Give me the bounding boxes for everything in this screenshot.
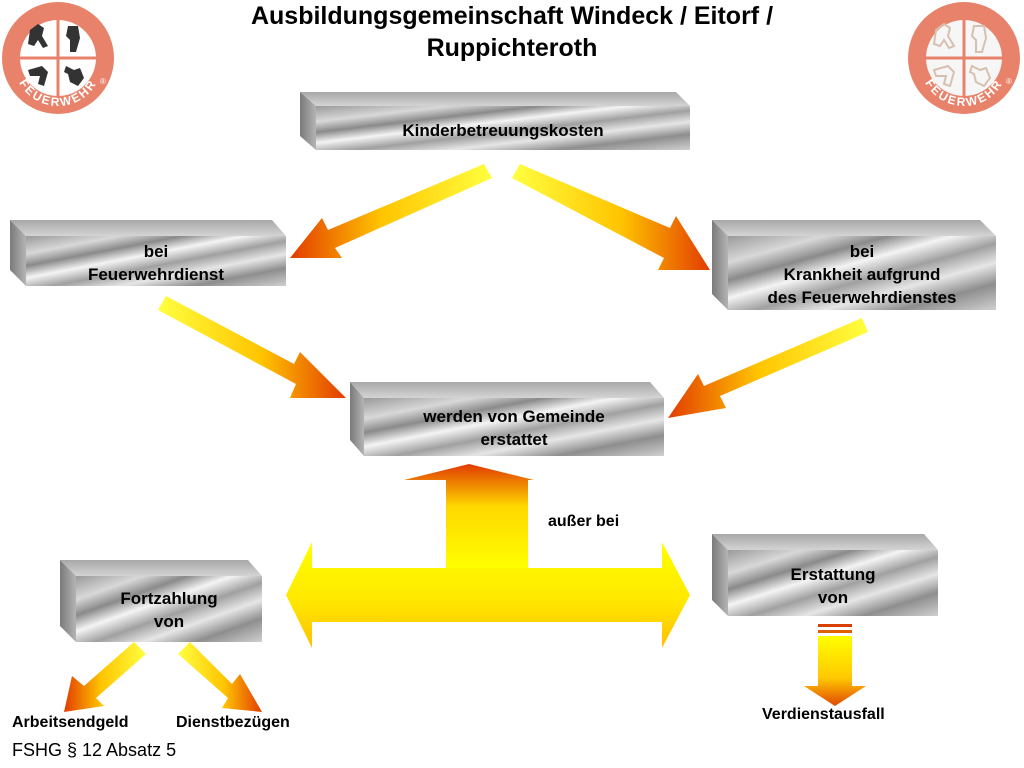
gemeinde-line-2: erstattet xyxy=(480,430,548,449)
krankheit-line-3: des Feuerwehrdienstes xyxy=(767,288,957,307)
logo-right-registered: ® xyxy=(1006,77,1012,86)
feuerwehrdienst-line-1: bei xyxy=(143,242,169,261)
feuerwehr-logo-right: FEUERWEHR ® xyxy=(908,2,1020,114)
box-gemeinde xyxy=(350,382,664,456)
erstattung-line-1: Erstattung xyxy=(790,565,876,584)
box-erstattung-text: Erstattung von xyxy=(728,563,938,609)
label-arbeitsendgeld: Arbeitsendgeld xyxy=(12,714,129,731)
label-dienstbezuegen: Dienstbezügen xyxy=(176,714,290,731)
feuerwehr-logo-left: FEUERWEHR ® xyxy=(2,2,114,114)
gemeinde-line-1: werden von Gemeinde xyxy=(423,407,605,426)
arrow-horizontal-double xyxy=(286,542,690,648)
arrow-erstattung-to-verdienstausfall xyxy=(804,624,866,706)
krankheit-line-2: Krankheit aufgrund xyxy=(783,265,941,284)
krankheit-line-1: bei xyxy=(849,242,875,261)
arrow-kinder-to-krankheit xyxy=(512,164,710,270)
box-feuerwehrdienst xyxy=(10,220,286,286)
box-krankheit xyxy=(712,220,996,310)
title-line-1: Ausbildungsgemeinschaft Windeck / Eitorf… xyxy=(250,2,774,30)
arrow-up-to-gemeinde xyxy=(404,464,534,570)
arrow-krankheit-to-gemeinde xyxy=(668,318,868,418)
arrow-fortzahlung-to-dienstbezuegen xyxy=(178,642,262,712)
kinderbetreuung-line-1: Kinderbetreuungskosten xyxy=(402,121,604,140)
box-gemeinde-text: werden von Gemeinde erstattet xyxy=(364,405,664,451)
footer-reference: FSHG § 12 Absatz 5 xyxy=(12,740,177,760)
box-erstattung xyxy=(712,534,938,616)
title-line-2: Ruppichteroth xyxy=(426,34,598,62)
logo-left-registered: ® xyxy=(100,77,106,86)
label-verdienstausfall: Verdienstausfall xyxy=(762,706,885,723)
erstattung-line-2: von xyxy=(817,588,849,607)
label-ausser-bei: außer bei xyxy=(548,513,620,530)
box-fortzahlung xyxy=(60,560,262,642)
feuerwehrdienst-line-2: Feuerwehrdienst xyxy=(87,265,225,284)
arrow-kinder-to-feuerwehrdienst xyxy=(290,164,492,258)
arrow-feuerwehrdienst-to-gemeinde xyxy=(158,296,346,398)
arrow-fortzahlung-to-arbeitsendgeld xyxy=(64,642,146,712)
box-fortzahlung-text: Fortzahlung von xyxy=(76,587,262,633)
box-kinderbetreuungskosten xyxy=(300,92,690,150)
fortzahlung-line-1: Fortzahlung xyxy=(120,589,218,608)
box-feuerwehrdienst-text: bei Feuerwehrdienst xyxy=(26,240,286,286)
box-kinderbetreuungskosten-text: Kinderbetreuungskosten xyxy=(316,119,690,142)
page-title: Ausbildungsgemeinschaft Windeck / Eitorf… xyxy=(150,0,874,64)
box-krankheit-text: bei Krankheit aufgrund des Feuerwehrdien… xyxy=(728,240,996,309)
fortzahlung-line-2: von xyxy=(153,612,185,631)
